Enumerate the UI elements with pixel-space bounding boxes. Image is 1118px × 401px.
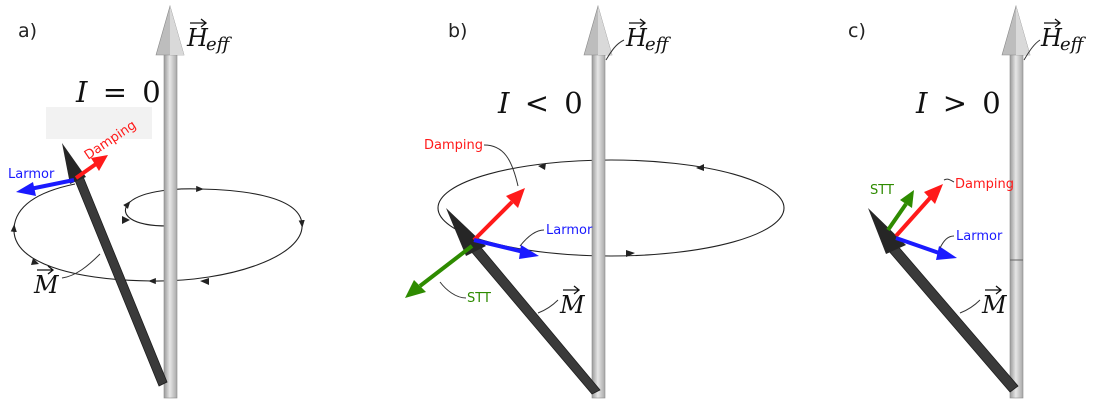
svg-text:M: M (33, 271, 60, 299)
panel-b-stt-leader (439, 281, 467, 299)
svg-text:eff: eff (645, 34, 672, 55)
panel-b-damping-label: Damping (424, 138, 483, 153)
panel-c-larmor-vector (895, 236, 957, 260)
panel-b-stt-label: STT (467, 291, 491, 306)
svg-text:H: H (1040, 24, 1063, 52)
panel-a-orbit-arrow-2 (200, 278, 209, 285)
panel-a-field-label: H eff (186, 18, 233, 55)
panel-b-field-label: H eff (625, 18, 672, 55)
panel-b-damping-leader (483, 144, 519, 187)
panel-a-field-axis (155, 4, 185, 399)
panel-c-stt-vector (886, 190, 914, 232)
panel-b-stt-vector (405, 244, 474, 298)
panel-c-stt-label: STT (870, 183, 894, 198)
svg-text:H: H (625, 24, 648, 52)
panel-a: a) H eff I = 0 (8, 4, 305, 399)
panel-c-magnetization-label: M (981, 285, 1008, 319)
panel-c-condition: I > 0 (915, 86, 1001, 120)
panel-b-condition: I < 0 (497, 86, 583, 120)
panel-b-damping-vector (472, 188, 525, 242)
panel-b-magnetization-label: M (559, 285, 586, 319)
panel-c-damping-vector (894, 184, 943, 238)
panel-b-orbit-arrow-3 (626, 250, 635, 257)
panel-b-larmor-vector (473, 238, 539, 259)
panel-a-m-leader (61, 253, 101, 279)
panel-a-label: a) (18, 20, 37, 42)
svg-text:M: M (559, 291, 586, 319)
panel-a-magnetization-label: M (33, 265, 60, 299)
panel-b-larmor-label: Larmor (546, 223, 593, 238)
panel-b-magnetization-vector (446, 208, 601, 395)
panel-b-orbit (437, 159, 785, 257)
panel-c-field-leader (1023, 39, 1041, 61)
panel-c-damping-leader (943, 178, 955, 183)
svg-text:eff: eff (1060, 34, 1087, 55)
panel-b-m-leader (537, 299, 559, 314)
panel-c-field-label: H eff (1040, 18, 1087, 55)
panel-c-field-axis (1001, 4, 1031, 399)
panel-c: c) H eff I > 0 STT (848, 4, 1087, 399)
panel-b: b) H eff I < 0 (405, 4, 785, 399)
svg-text:M: M (981, 291, 1008, 319)
panel-c-m-leader (959, 299, 981, 314)
panel-c-larmor-label: Larmor (956, 229, 1003, 244)
panel-c-damping-label: Damping (955, 177, 1014, 192)
panel-a-damping-vector (74, 155, 108, 180)
panel-c-larmor-leader (939, 235, 955, 249)
panel-a-larmor-label: Larmor (8, 167, 55, 182)
panel-a-larmor-vector (16, 178, 75, 196)
panel-a-orbit (10, 183, 305, 285)
svg-text:eff: eff (206, 34, 233, 55)
panel-b-orbit-arrow-2 (538, 163, 546, 170)
panel-c-magnetization-vector (868, 208, 1019, 393)
panel-b-field-axis (583, 4, 613, 399)
panel-a-orbit-arrow-1 (122, 216, 130, 224)
panel-a-orbit-arrow-3 (31, 258, 39, 265)
svg-text:H: H (186, 24, 209, 52)
panel-a-magnetization-vector (62, 143, 168, 387)
panel-a-condition-highlight (46, 107, 152, 139)
panel-b-field-leader (605, 39, 625, 61)
panel-b-larmor-leader (519, 229, 545, 247)
panel-b-orbit-arrow-1 (696, 164, 704, 171)
panel-a-condition: I = 0 (75, 75, 161, 109)
panel-c-label: c) (848, 20, 866, 42)
panel-b-label: b) (448, 20, 467, 42)
